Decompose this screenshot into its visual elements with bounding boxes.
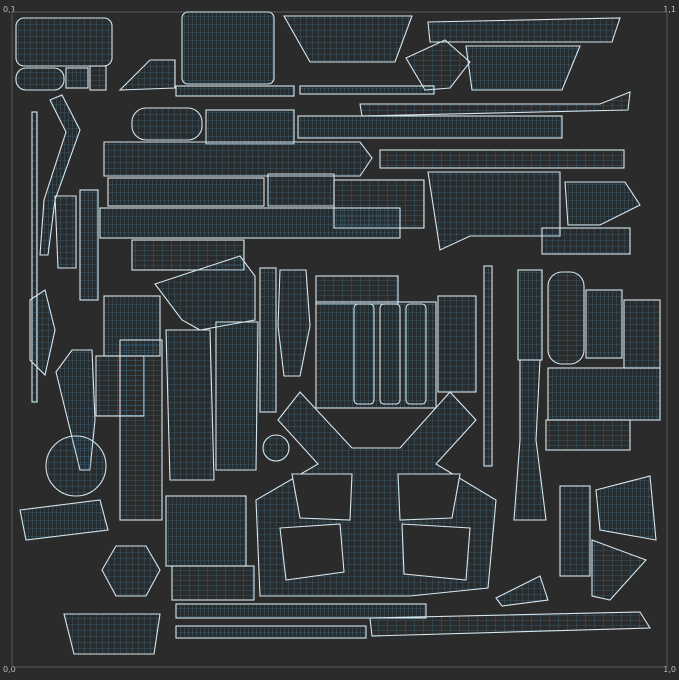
uv-island[interactable] [397, 473, 461, 521]
uv-island[interactable] [45, 435, 107, 497]
uv-island[interactable] [154, 255, 256, 331]
uv-island[interactable] [291, 473, 353, 521]
uv-island[interactable] [99, 207, 401, 239]
uv-island[interactable] [299, 85, 435, 95]
uv-island[interactable] [559, 485, 591, 577]
uv-island[interactable] [353, 303, 375, 405]
uv-island[interactable] [465, 45, 581, 91]
uv-island[interactable] [297, 115, 563, 139]
uv-island[interactable] [545, 419, 631, 451]
uv-island[interactable] [79, 189, 99, 301]
uv-island[interactable] [262, 434, 290, 462]
uv-island[interactable] [267, 173, 335, 207]
uv-island[interactable] [205, 109, 295, 145]
uv-island[interactable] [118, 59, 176, 91]
uv-island[interactable] [564, 181, 641, 226]
uv-island[interactable] [437, 295, 477, 393]
uv-island[interactable] [427, 17, 621, 43]
uv-island[interactable] [175, 625, 367, 639]
uv-island[interactable] [171, 565, 255, 601]
uv-island[interactable] [379, 303, 401, 405]
uv-island[interactable] [359, 91, 631, 117]
uv-island[interactable] [39, 94, 81, 256]
uv-island[interactable] [175, 603, 427, 619]
uv-island[interactable] [54, 195, 77, 269]
uv-island[interactable] [427, 171, 561, 251]
uv-corner-label-top-left: 0,1 [3, 5, 16, 14]
uv-island[interactable] [517, 269, 543, 361]
uv-island[interactable] [63, 613, 161, 655]
uv-island[interactable] [119, 339, 163, 521]
uv-island[interactable] [259, 267, 277, 413]
uv-island[interactable] [283, 15, 413, 63]
uv-island[interactable] [103, 141, 373, 177]
uv-corner-label-top-right: 1,1 [663, 5, 676, 14]
uv-island[interactable] [405, 303, 427, 405]
uv-island[interactable] [595, 475, 657, 541]
uv-island[interactable] [585, 289, 623, 359]
uv-island[interactable] [181, 11, 275, 85]
uv-island[interactable] [623, 299, 661, 369]
uv-island[interactable] [591, 539, 647, 601]
uv-island[interactable] [131, 107, 203, 141]
uv-island[interactable] [277, 269, 311, 377]
uv-corner-label-bottom-right: 1,0 [663, 665, 676, 674]
uv-island[interactable] [541, 227, 631, 255]
uv-island[interactable] [315, 301, 437, 409]
uv-island[interactable] [89, 65, 107, 91]
uv-island[interactable] [15, 17, 113, 67]
uv-island[interactable] [495, 575, 549, 607]
uv-island[interactable] [279, 523, 345, 581]
uv-island[interactable] [405, 39, 471, 91]
uv-island[interactable] [215, 321, 259, 471]
uv-island[interactable] [175, 85, 295, 97]
uv-island[interactable] [547, 271, 585, 365]
uv-island[interactable] [31, 111, 38, 403]
uv-island[interactable] [107, 177, 265, 207]
uv-island[interactable] [165, 329, 215, 481]
uv-island[interactable] [547, 367, 661, 421]
uv-island[interactable] [369, 611, 651, 637]
uv-island[interactable] [101, 545, 161, 597]
uv-island[interactable] [379, 149, 625, 169]
uv-island[interactable] [65, 67, 89, 89]
uv-island[interactable] [483, 265, 493, 467]
uv-island[interactable] [19, 499, 109, 541]
uv-bounds-frame [11, 11, 668, 668]
uv-island[interactable] [513, 359, 547, 521]
uv-island[interactable] [315, 275, 399, 305]
uv-island[interactable] [401, 523, 471, 581]
uv-island[interactable] [15, 67, 65, 91]
uv-corner-label-bottom-left: 0,0 [3, 665, 16, 674]
uv-island[interactable] [29, 289, 56, 377]
uv-island[interactable] [165, 495, 247, 567]
uv-islands[interactable] [15, 11, 661, 655]
